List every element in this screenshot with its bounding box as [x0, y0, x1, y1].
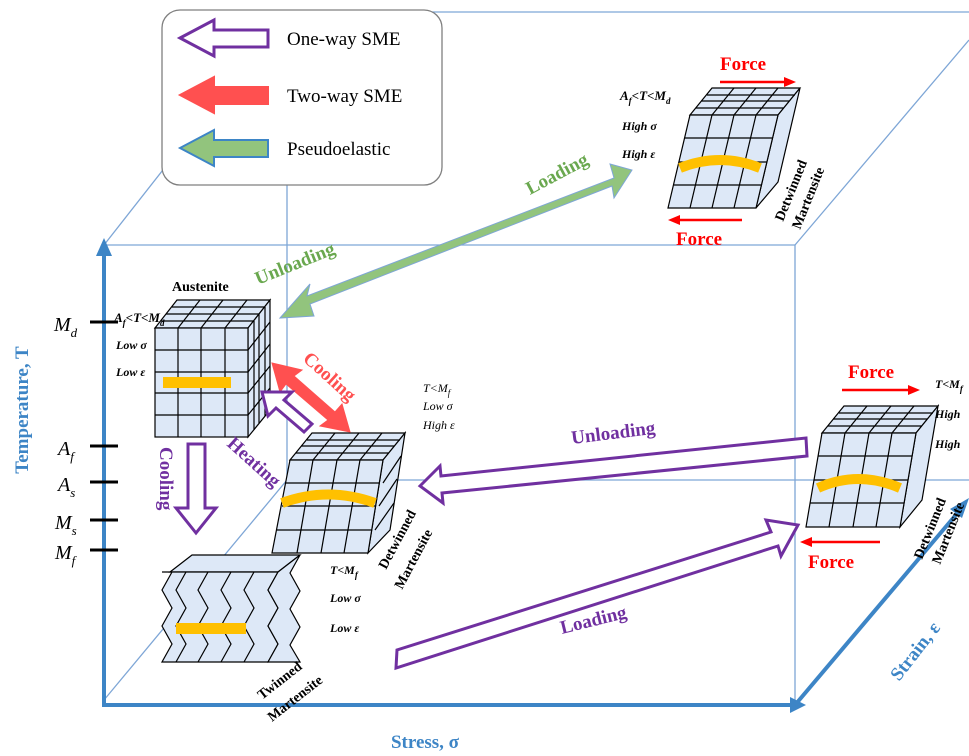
stress-axis-label: Stress, σ — [391, 732, 460, 753]
top-right-stress: High σ — [621, 119, 657, 133]
legend-two-way-arrow — [177, 75, 269, 115]
legend-pseudo-arrow — [177, 128, 269, 168]
right-force-top: Force — [848, 362, 894, 383]
top-right-condition: Af<T<Md — [619, 88, 671, 106]
twinned-stress: Low σ — [329, 591, 361, 605]
twinned-strain: Low ε — [329, 621, 359, 635]
right-condition: T<Mf — [935, 377, 964, 394]
top-right-force-top: Force — [720, 54, 766, 75]
twinned-martensite-cube — [160, 554, 302, 663]
legend-two-way-label: Two-way SME — [287, 86, 402, 107]
pseudoelastic-arrow — [278, 163, 633, 319]
cooling-down-arrow — [172, 442, 220, 536]
legend-pseudo-label: Pseudoelastic — [287, 139, 390, 160]
legend-one-way-label: One-way SME — [287, 29, 400, 50]
force-arrows — [668, 77, 920, 547]
austenite-strain: Low ε — [115, 365, 145, 379]
tick-as: As — [56, 474, 75, 500]
detwinned-center-strain: High ε — [422, 418, 455, 432]
tick-ms: Ms — [54, 512, 77, 538]
detwinned-martensite-cube-center — [271, 430, 407, 555]
loading-arrow — [394, 518, 801, 671]
right-force-bottom: Force — [808, 552, 854, 573]
heating-arrow — [260, 390, 315, 435]
top-right-force-bottom: Force — [676, 229, 722, 250]
temperature-ticks: Md Af As Ms Mf — [53, 314, 118, 568]
purple-heating-label: Heating — [223, 433, 285, 492]
austenite-condition: Af<T<Md — [113, 310, 165, 328]
detwinned-martensite-cube-right — [805, 403, 940, 530]
tick-md: Md — [53, 314, 78, 340]
right-high-2: High — [934, 437, 961, 451]
legend-one-way-arrow — [176, 17, 270, 59]
austenite-title: Austenite — [172, 280, 229, 295]
detwinned-center-stress: Low σ — [422, 399, 454, 413]
unloading-arrow — [417, 436, 809, 507]
right-high-1: High — [934, 407, 961, 421]
green-unloading-label: Unloading — [252, 238, 339, 289]
stress-axis — [104, 697, 806, 713]
tick-af: Af — [56, 438, 76, 464]
detwinned-center-condition: T<Mf — [423, 381, 452, 398]
temperature-axis — [96, 238, 112, 707]
purple-unloading-label: Unloading — [570, 418, 657, 449]
purple-cooling-label: Cooling — [155, 447, 176, 511]
detwinned-martensite-cube-top — [667, 87, 802, 209]
austenite-stress: Low σ — [115, 338, 147, 352]
two-way-cooling-arrow — [271, 362, 351, 433]
tick-mf: Mf — [54, 542, 78, 568]
top-right-strain: High ε — [621, 147, 655, 161]
austenite-cube — [153, 298, 272, 439]
legend: One-way SME Two-way SME Pseudoelastic — [161, 9, 443, 186]
strain-axis-label: Strain, ε — [886, 618, 945, 685]
temperature-axis-label: Temperature, T — [12, 346, 33, 474]
twinned-condition: T<Mf — [330, 563, 359, 580]
strain-axis — [793, 498, 969, 707]
